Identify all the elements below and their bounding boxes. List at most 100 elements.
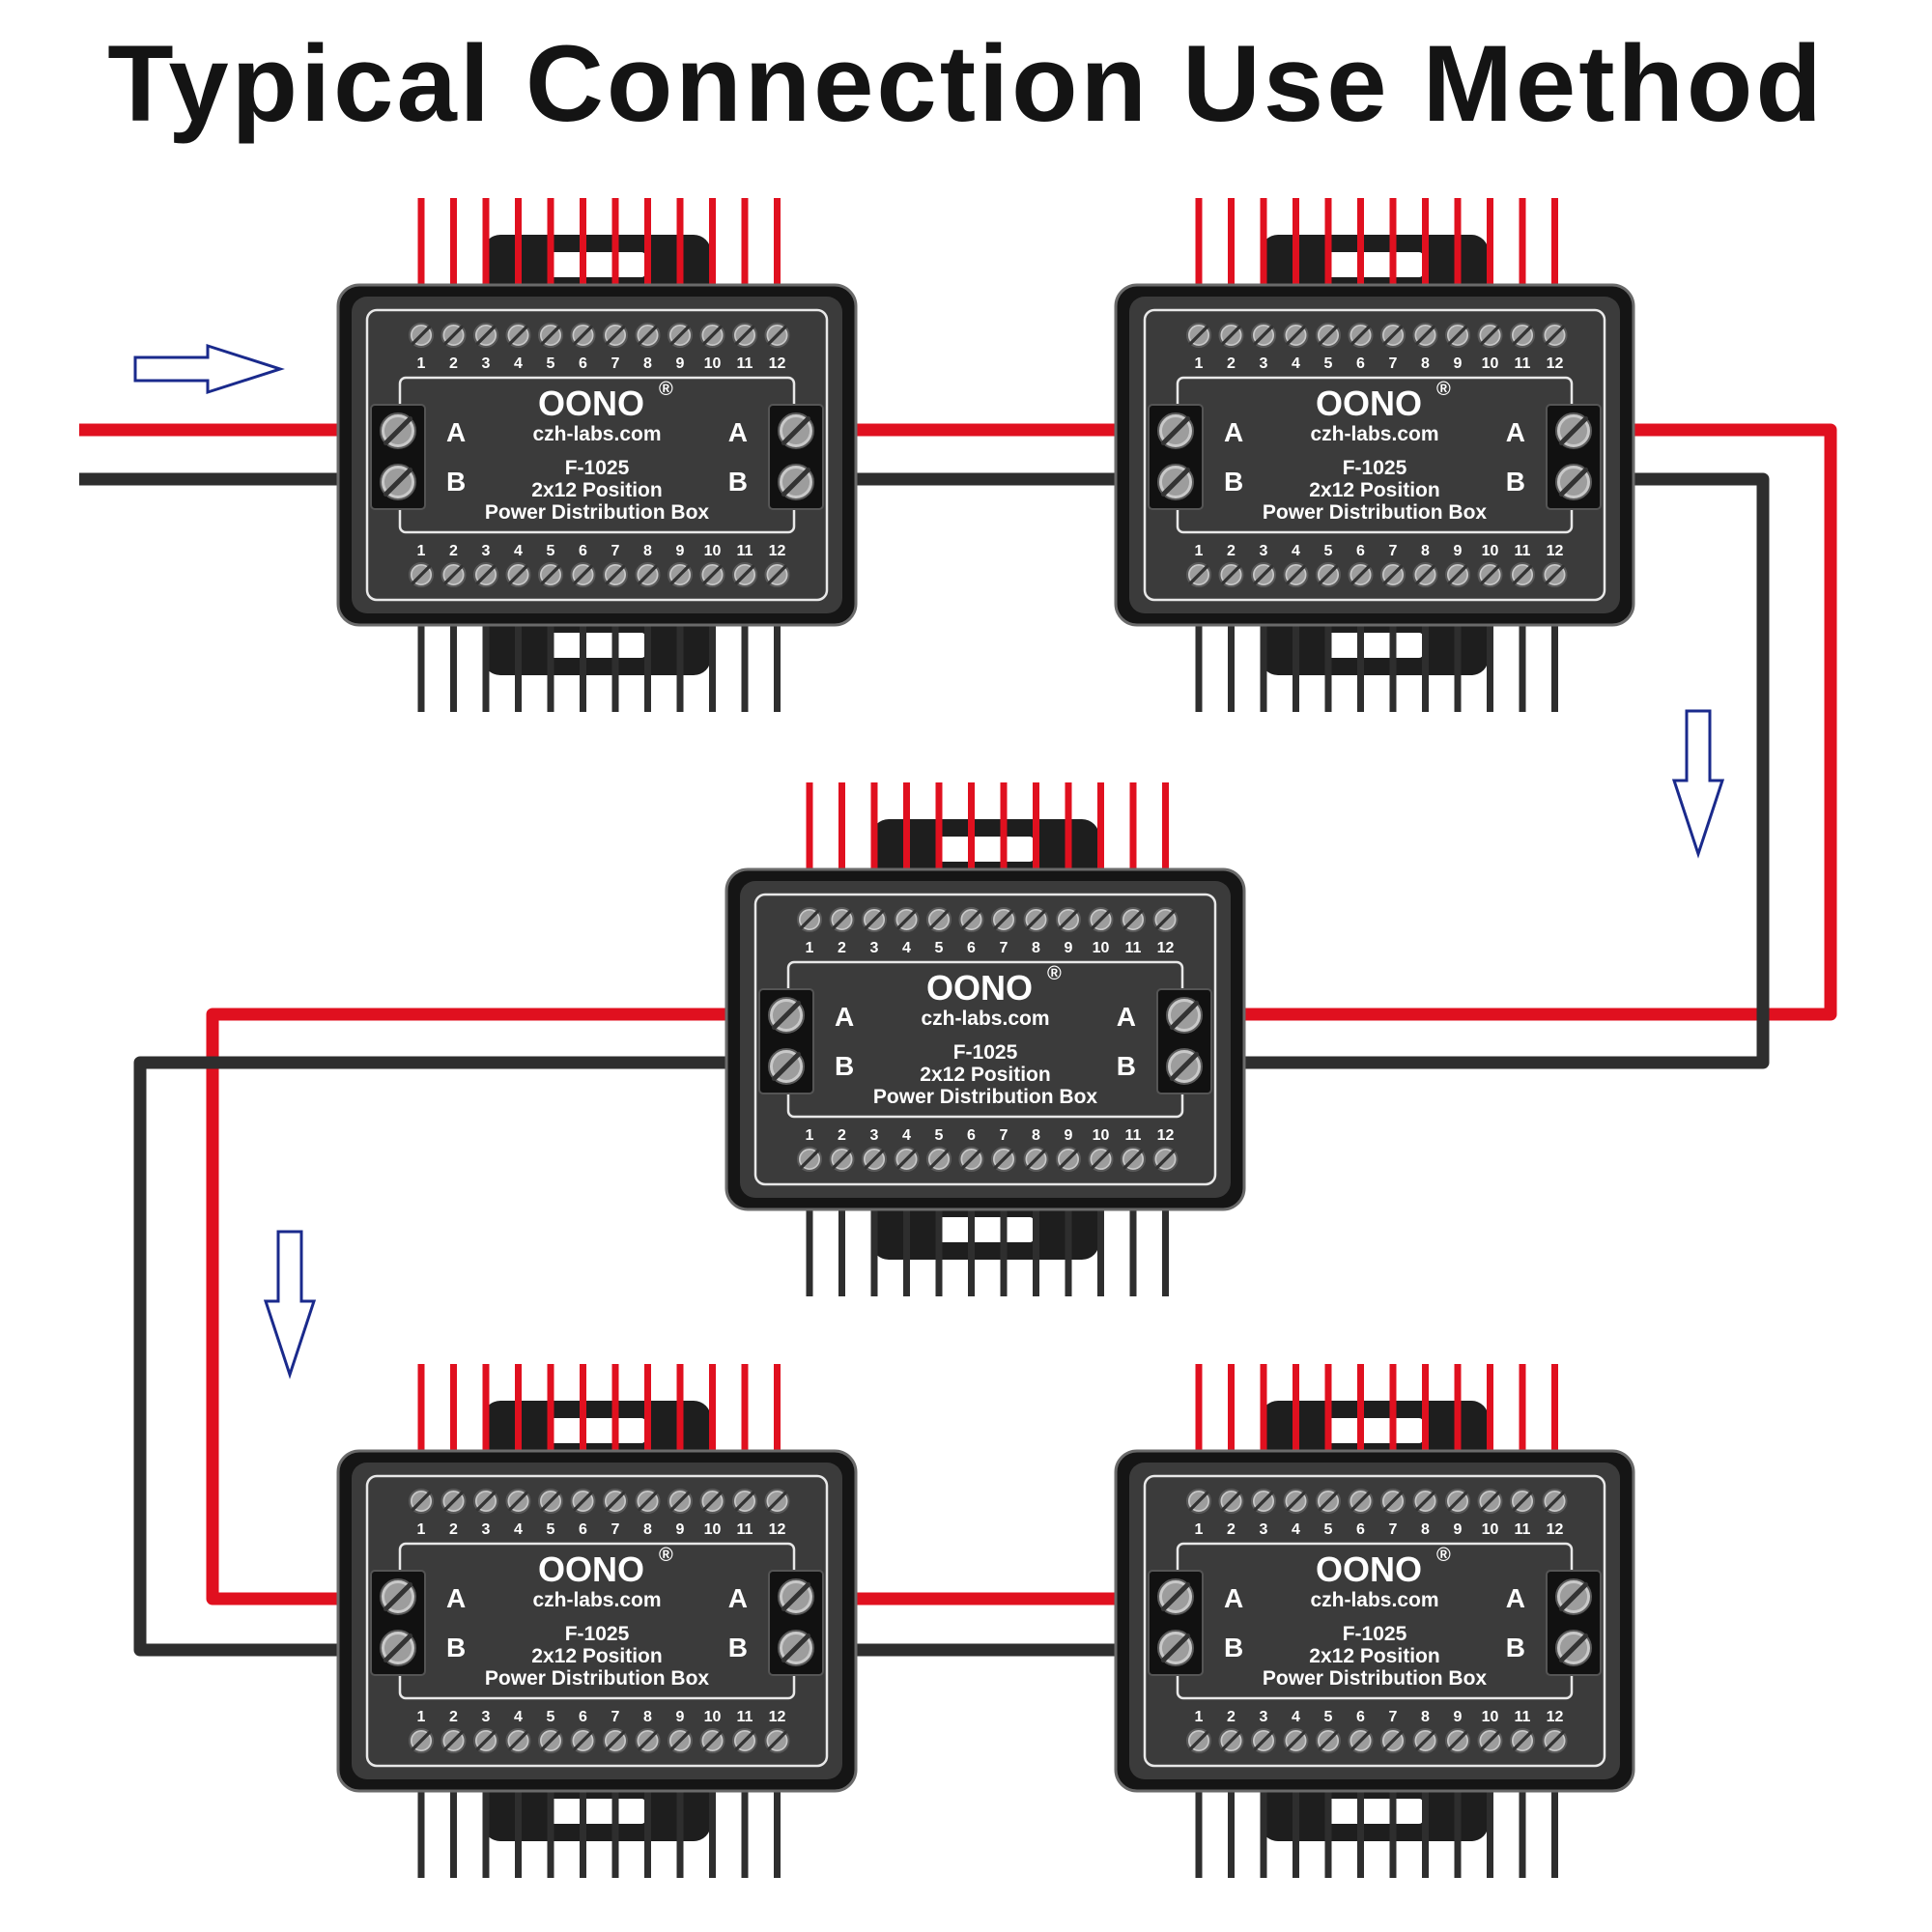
- terminal-number: 11: [1515, 355, 1531, 372]
- screw-slot: [573, 1730, 593, 1751]
- screw-terminal: [1152, 907, 1179, 932]
- output-wire-positive: [903, 782, 910, 874]
- terminal-number: 3: [482, 543, 491, 559]
- screw-slot: [864, 1149, 885, 1170]
- output-wire-positive: [417, 1364, 425, 1456]
- output-wire-positive: [838, 782, 845, 874]
- terminal-number: 1: [417, 543, 426, 559]
- screw-terminal: [1348, 1489, 1374, 1514]
- output-wire-positive: [968, 782, 975, 874]
- terminal-b-label: B: [835, 1051, 854, 1081]
- screw-slot: [781, 1633, 811, 1663]
- screw-terminal: [1088, 907, 1114, 932]
- screw-terminal: [473, 562, 498, 587]
- panel-outline-outer: [1143, 308, 1606, 602]
- mounting-slot-top: [937, 837, 1034, 862]
- terminal-number: 6: [967, 1127, 976, 1144]
- screw-terminal: [1542, 323, 1568, 348]
- output-wire-negative: [676, 620, 684, 712]
- screw-slot: [1480, 1730, 1500, 1751]
- output-wire-negative: [1293, 620, 1299, 712]
- screw-slot: [638, 564, 658, 585]
- output-wire-negative: [1097, 1205, 1104, 1296]
- screw-terminal: [538, 1728, 563, 1753]
- screw-terminal: [440, 1489, 467, 1514]
- screw-terminal: [1510, 562, 1535, 587]
- screw-slot: [961, 909, 981, 930]
- screw-slot: [1480, 325, 1500, 346]
- terminal-number: 10: [704, 355, 722, 372]
- screw-slot: [734, 1730, 755, 1751]
- mounting-slot-bottom: [549, 1799, 645, 1824]
- terminal-number: 4: [902, 1127, 911, 1144]
- terminal-number: 3: [870, 940, 879, 956]
- description-text: Power Distribution Box: [1263, 1667, 1488, 1690]
- output-wire-negative: [515, 1786, 522, 1878]
- output-wire-positive: [709, 198, 716, 290]
- terminal-number: 5: [935, 1127, 944, 1144]
- terminal-a-label: A: [1117, 1002, 1136, 1032]
- terminal-number: 1: [417, 355, 426, 372]
- screw-terminal: [1316, 1489, 1341, 1514]
- terminal-number: 7: [611, 1709, 620, 1725]
- screw-terminal: [699, 1489, 725, 1514]
- screw-terminal: [668, 1489, 693, 1514]
- screw-slot: [411, 325, 432, 346]
- output-wire-positive: [1033, 782, 1039, 874]
- screw-slot: [1221, 1730, 1241, 1751]
- screw-slot: [508, 1491, 528, 1512]
- screw-slot: [638, 1730, 658, 1751]
- terminal-number: 12: [769, 1521, 786, 1538]
- screw-slot: [832, 909, 852, 930]
- screw-terminal: [505, 323, 531, 348]
- screw-terminal: [635, 1728, 661, 1753]
- output-wire-positive: [870, 782, 878, 874]
- screw-terminal: [768, 1048, 805, 1085]
- screw-slot: [443, 325, 464, 346]
- output-wire-negative: [1357, 620, 1364, 712]
- screw-terminal: [505, 562, 531, 587]
- output-wire-positive: [1293, 1364, 1299, 1456]
- panel-outline-outer: [365, 308, 829, 602]
- terminal-number: 8: [643, 355, 652, 372]
- screw-slot: [1122, 1149, 1144, 1170]
- terminal-number: 9: [676, 543, 685, 559]
- positive-wire-link: [206, 1008, 734, 1605]
- screw-slot: [1545, 325, 1565, 346]
- screw-slot: [1447, 1730, 1468, 1751]
- screw-terminal: [1166, 1048, 1203, 1085]
- terminal-a-label: A: [446, 417, 466, 447]
- screw-slot: [702, 325, 723, 346]
- screw-slot: [1415, 325, 1435, 346]
- screw-slot: [1350, 564, 1371, 585]
- terminal-number: 10: [704, 543, 722, 559]
- screw-slot: [767, 1491, 787, 1512]
- terminal-number: 10: [1093, 1127, 1110, 1144]
- screw-slot: [1160, 1581, 1191, 1612]
- screw-terminal: [732, 323, 757, 348]
- terminal-b-label: B: [1506, 1633, 1525, 1662]
- output-wire-positive: [644, 198, 651, 290]
- screw-terminal: [1555, 464, 1592, 500]
- output-wire-positive: [1228, 198, 1235, 290]
- terminal-number: 2: [838, 940, 846, 956]
- output-wire-positive: [611, 1364, 619, 1456]
- registered-mark: ®: [659, 379, 673, 400]
- screw-slot: [1318, 1491, 1339, 1512]
- screw-terminal: [1477, 1489, 1503, 1514]
- screw-slot: [1253, 325, 1274, 346]
- screw-terminal: [635, 1489, 661, 1514]
- terminal-number: 3: [1260, 1521, 1268, 1538]
- output-wire-positive: [547, 198, 554, 290]
- screw-slot: [1253, 564, 1274, 585]
- screw-terminal: [409, 323, 434, 348]
- screw-slot: [383, 415, 413, 446]
- output-wire-positive: [806, 782, 813, 874]
- screw-terminal: [732, 1728, 757, 1753]
- screw-terminal: [991, 1147, 1016, 1172]
- screw-slot: [669, 564, 691, 585]
- website-text: czh-labs.com: [921, 1008, 1049, 1030]
- output-wire-negative: [1260, 620, 1267, 712]
- output-wire-negative: [1389, 1786, 1397, 1878]
- terminal-number: 11: [1515, 543, 1531, 559]
